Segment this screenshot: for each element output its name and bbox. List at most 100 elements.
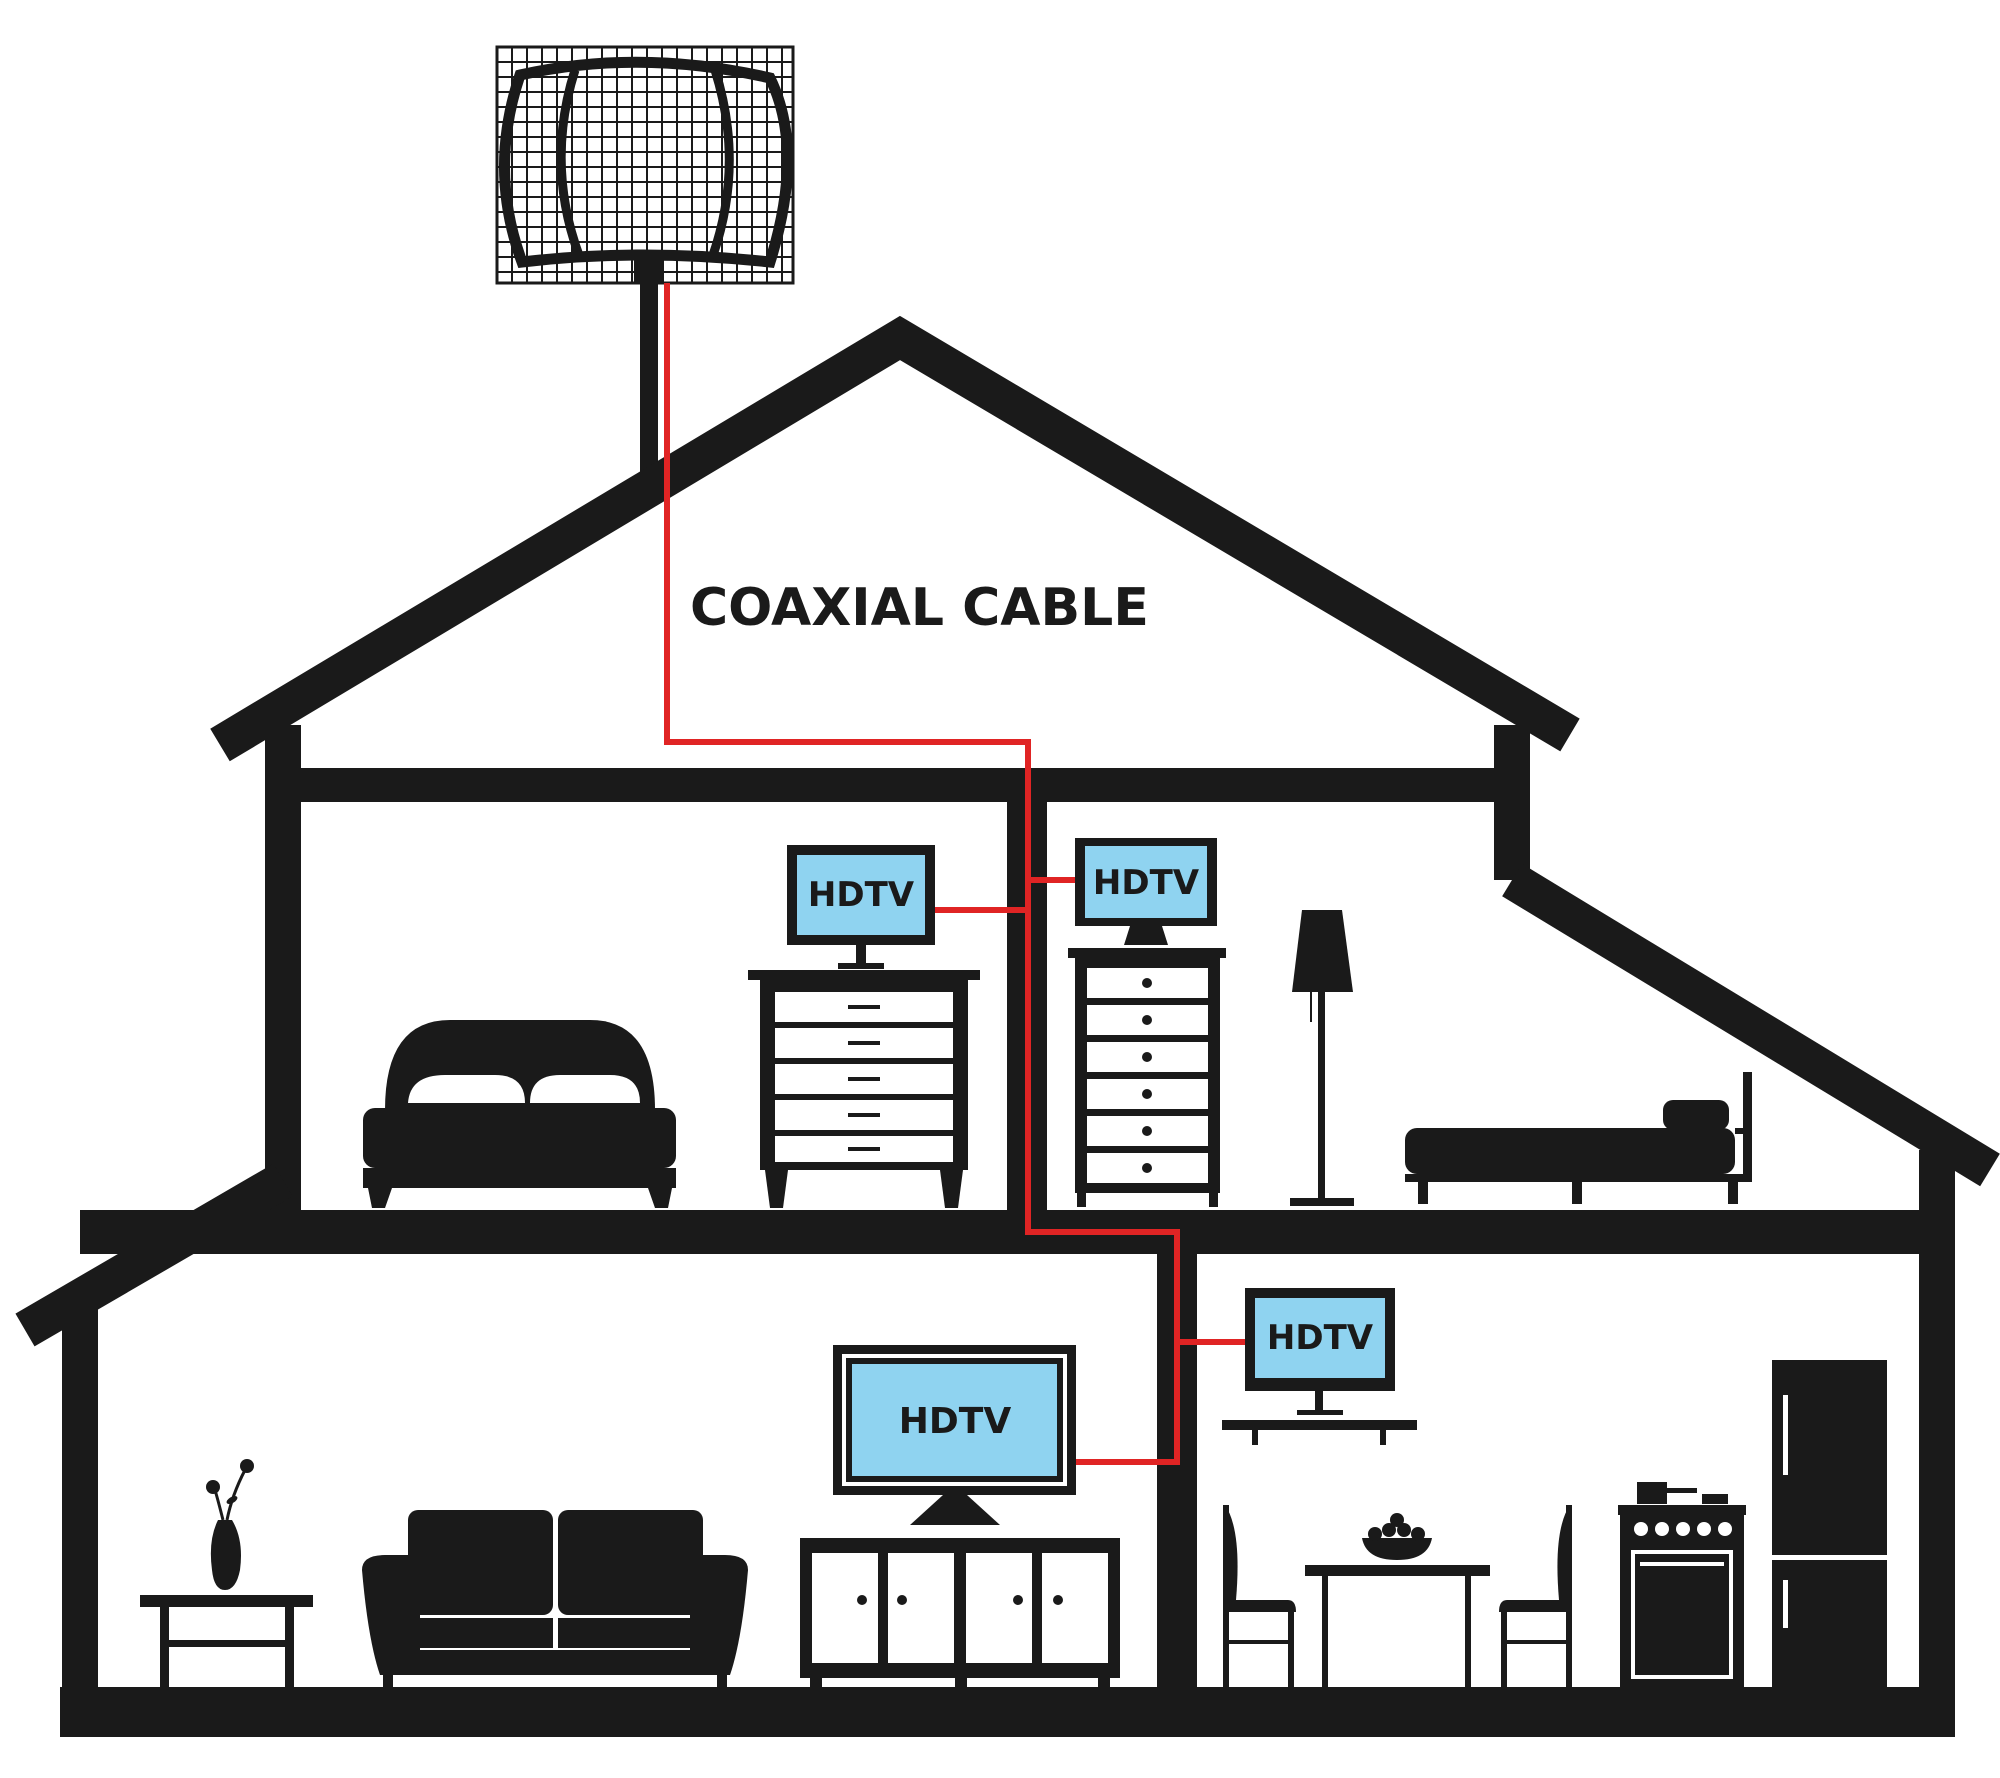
sofa-seat-left — [420, 1618, 553, 1648]
chair-rung — [1501, 1640, 1569, 1644]
dresser-tall-knob — [1142, 1052, 1152, 1062]
tv-cabinet-doors — [812, 1553, 1108, 1663]
dresser-wide-handle — [848, 1147, 880, 1151]
dresser-tall-knob — [1142, 1126, 1152, 1136]
stove-knob — [1718, 1522, 1732, 1536]
tv-label: HDTV — [899, 1401, 1012, 1442]
tv-cabinet-door — [1042, 1553, 1108, 1663]
side-table-leg-left — [160, 1607, 169, 1692]
bed-pillow-right — [530, 1075, 640, 1103]
stove-knob — [1634, 1522, 1648, 1536]
pot-handle — [1667, 1488, 1697, 1493]
stove-knobs — [1634, 1522, 1732, 1536]
side-table-shelf — [160, 1640, 294, 1647]
sofa-arm-left — [362, 1555, 420, 1675]
stove — [1618, 1482, 1746, 1690]
tv-screen — [1255, 1298, 1385, 1378]
bed-single-leg — [1572, 1182, 1582, 1204]
dresser-wide-handles — [848, 1005, 880, 1151]
tv-cabinet-leg — [955, 1678, 967, 1692]
tv-label: HDTV — [1267, 1318, 1374, 1358]
dresser-tall-knob — [1142, 978, 1152, 988]
bed-single-leg — [1728, 1182, 1738, 1204]
flower-stem-right — [225, 1469, 247, 1521]
antenna-outer-loop — [499, 56, 793, 268]
hdtv-kitchen: HDTV — [1245, 1288, 1395, 1415]
antenna-inner-right-loop — [707, 68, 734, 260]
sofa-back-left — [408, 1510, 553, 1615]
tv-stand-base — [1297, 1410, 1343, 1415]
tv-stand-neck — [856, 945, 866, 965]
tv-stand-neck — [1315, 1391, 1323, 1411]
fruit — [1397, 1523, 1411, 1537]
dining-chair-left — [1223, 1505, 1296, 1690]
sofa-seat-right — [558, 1618, 690, 1648]
bed-single-mattress — [1405, 1128, 1735, 1174]
dining-table-top — [1305, 1565, 1490, 1576]
dresser-tall-leg-left — [1077, 1193, 1086, 1207]
tv-cabinet-knob — [897, 1595, 907, 1605]
vase-with-flowers — [206, 1459, 254, 1590]
dresser-wide — [748, 970, 980, 1208]
bed-single — [1405, 1072, 1752, 1204]
antenna-grid-frame — [495, 45, 795, 285]
wall-shelf-bracket — [1380, 1430, 1386, 1445]
main-roof — [210, 315, 1580, 762]
fruit — [1368, 1527, 1382, 1541]
tv-screen — [1085, 846, 1207, 918]
dresser-wide-leg-right — [940, 1170, 963, 1208]
stove-knob — [1655, 1522, 1669, 1536]
tv-stand — [1124, 926, 1168, 945]
chair-seat — [1499, 1600, 1569, 1612]
sofa-leg — [383, 1675, 393, 1691]
chair-seat — [1226, 1600, 1296, 1612]
dresser-tall-top — [1068, 948, 1226, 958]
oven-handle — [1640, 1562, 1724, 1566]
dresser-tall-knob — [1142, 1163, 1152, 1173]
dining-table-leg — [1322, 1576, 1328, 1690]
flower-right — [240, 1459, 254, 1473]
tv-cabinet-knobs — [857, 1595, 1063, 1605]
stove-top — [1618, 1505, 1746, 1515]
sofa-back-right — [558, 1510, 703, 1615]
fruit — [1390, 1513, 1404, 1527]
tv-cabinet-leg — [810, 1678, 822, 1692]
flower-leaf — [226, 1496, 238, 1504]
dresser-tall-leg-right — [1209, 1193, 1218, 1207]
fruit — [1411, 1527, 1425, 1541]
dresser-tall-drawers — [1087, 968, 1208, 1183]
stove-body — [1620, 1515, 1744, 1690]
bed-leg-left — [368, 1188, 392, 1208]
chair-post — [1566, 1505, 1572, 1690]
dresser-tall-knob — [1142, 1089, 1152, 1099]
coaxial-cable — [664, 283, 1245, 1465]
stove-knob — [1697, 1522, 1711, 1536]
stove-knob — [1676, 1522, 1690, 1536]
tv-screen — [852, 1364, 1057, 1476]
lamp-shade — [1292, 910, 1353, 992]
refrigerator-handle-bottom — [1783, 1580, 1788, 1628]
dining-table-leg — [1465, 1576, 1471, 1690]
tv-cabinet-door — [888, 1553, 954, 1663]
vase — [210, 1520, 241, 1590]
tv-cabinet-door — [966, 1553, 1032, 1663]
flower-left — [206, 1480, 220, 1494]
dresser-wide-handle — [848, 1077, 880, 1081]
chair-front-leg — [1288, 1612, 1294, 1690]
bed-leg-right — [648, 1188, 672, 1208]
sofa-arm-right — [690, 1555, 748, 1675]
wall-shelf-board — [1222, 1420, 1417, 1430]
sofa-base — [380, 1650, 730, 1675]
side-table-leg-right — [285, 1607, 294, 1692]
antenna-mount — [634, 255, 664, 283]
dresser-tall-knob — [1142, 1015, 1152, 1025]
tv-cabinet-leg — [1098, 1678, 1110, 1692]
antenna-inner-left-loop — [556, 68, 585, 260]
fruit-bowl — [1362, 1538, 1432, 1560]
dresser-wide-top — [748, 970, 980, 980]
tv-screen — [797, 855, 925, 935]
chair-rung — [1226, 1640, 1294, 1644]
lamp-pole — [1318, 992, 1325, 1200]
dining-chair-right — [1499, 1505, 1572, 1690]
